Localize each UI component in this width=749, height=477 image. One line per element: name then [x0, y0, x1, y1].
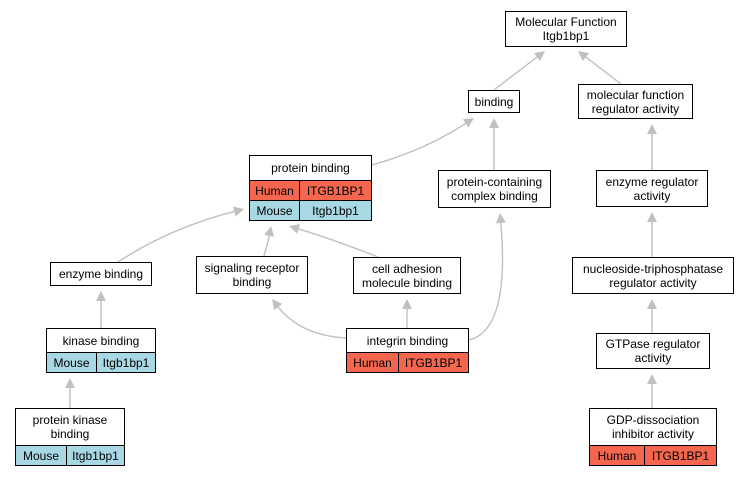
node-label-line: protein-containing: [446, 175, 543, 189]
edge-eb-to-pb: [117, 210, 235, 263]
annotation-row-mouse: Mouse Itgb1bp1: [16, 445, 124, 465]
node-kinase-binding[interactable]: kinase binding Mouse Itgb1bp1: [46, 328, 156, 373]
arrowhead-mfra-to-mf: [578, 51, 589, 62]
edge-mfra-to-mf: [585, 56, 622, 85]
node-label-line: activity: [634, 351, 672, 365]
node-label-line: protein kinase: [32, 413, 108, 427]
node-label-line: molecule binding: [361, 275, 453, 290]
annotation-row-mouse: Mouse Itgb1bp1: [250, 200, 371, 220]
gene-cell: ITGB1BP1: [299, 181, 371, 200]
node-cell-adhesion-molecule-binding[interactable]: cell adhesion molecule binding: [353, 257, 461, 294]
node-molecular-function[interactable]: Molecular Function Itgb1bp1: [505, 11, 627, 47]
node-label-line: nucleoside-triphosphatase: [582, 261, 724, 276]
arrowhead-srb-to-pb: [264, 226, 275, 237]
edge-binding-to-mf: [493, 56, 538, 91]
annotation-row-human: Human ITGB1BP1: [250, 180, 371, 200]
edge-camb-to-pb: [298, 228, 379, 258]
annotation-row-human: Human ITGB1BP1: [590, 445, 716, 465]
node-label-line: GDP-dissociation: [606, 413, 700, 427]
node-label-line: binding: [474, 94, 514, 109]
annotation-row-human: Human ITGB1BP1: [347, 352, 468, 372]
arrowhead-gtp-to-ntra: [647, 299, 657, 309]
species-cell: Mouse: [47, 353, 96, 372]
node-label-line: molecular function: [586, 87, 685, 102]
species-cell: Human: [347, 353, 398, 372]
arrowhead-pb-to-binding: [462, 118, 474, 128]
node-label-line: complex binding: [451, 189, 538, 203]
node-label-line: enzyme regulator: [605, 174, 699, 189]
arrowhead-ib-to-pcb: [495, 213, 506, 224]
arrowhead-ib-to-srb: [272, 299, 283, 310]
node-label-line: binding: [232, 275, 272, 289]
node-label-line: cell adhesion: [371, 261, 443, 276]
node-label-line: inhibitor activity: [611, 427, 694, 441]
edge-ib-to-srb: [277, 306, 347, 339]
arrowhead-pcb-to-binding: [489, 118, 499, 128]
node-label-line: protein binding: [271, 161, 350, 175]
gene-cell: Itgb1bp1: [96, 353, 155, 372]
node-gdp-dissociation-inhibitor-activity[interactable]: GDP-dissociation inhibitor activity Huma…: [589, 408, 717, 466]
arrowhead-era-to-mfra: [647, 124, 657, 134]
arrowhead-ib-to-camb: [402, 299, 412, 309]
node-integrin-binding[interactable]: integrin binding Human ITGB1BP1: [346, 328, 469, 373]
node-signaling-receptor-binding[interactable]: signaling receptor binding: [196, 256, 308, 294]
node-protein-containing-complex-binding[interactable]: protein-containing complex binding: [438, 170, 551, 208]
edge-pb-to-binding: [371, 122, 467, 166]
species-cell: Human: [590, 446, 644, 465]
node-protein-binding[interactable]: protein binding Human ITGB1BP1 Mouse Itg…: [249, 155, 372, 221]
node-label-line: kinase binding: [62, 333, 140, 348]
node-label-line: activity: [633, 188, 671, 203]
node-label-line: Molecular Function: [515, 15, 617, 29]
node-label-line: signaling receptor: [204, 261, 300, 275]
gene-cell: Itgb1bp1: [299, 201, 371, 220]
node-label-line: regulator activity: [609, 275, 697, 290]
node-nucleoside-triphosphatase-regulator-activity[interactable]: nucleoside-triphosphatase regulator acti…: [572, 257, 734, 294]
edge-srb-to-pb: [263, 235, 270, 257]
node-molecular-function-regulator-activity[interactable]: molecular function regulator activity: [578, 84, 693, 119]
arrowhead-eb-to-pb: [233, 206, 244, 217]
node-label-line: regulator activity: [591, 101, 680, 116]
species-cell: Human: [250, 181, 299, 200]
arrowhead-binding-to-mf: [534, 51, 545, 62]
node-binding[interactable]: binding: [468, 90, 520, 113]
gene-cell: ITGB1BP1: [398, 353, 468, 372]
arrowhead-kb-to-eb: [96, 291, 106, 301]
node-label-line: Itgb1bp1: [542, 29, 590, 43]
arrowhead-camb-to-pb: [289, 224, 301, 234]
node-label-line: enzyme binding: [58, 267, 144, 281]
node-label-line: integrin binding: [366, 333, 449, 348]
species-cell: Mouse: [16, 446, 66, 465]
node-protein-kinase-binding[interactable]: protein kinase binding Mouse Itgb1bp1: [15, 408, 125, 466]
edge-ib-to-pcb: [468, 222, 504, 341]
node-enzyme-regulator-activity[interactable]: enzyme regulator activity: [596, 170, 708, 207]
gene-cell: ITGB1BP1: [644, 446, 716, 465]
node-enzyme-binding[interactable]: enzyme binding: [50, 262, 152, 286]
species-cell: Mouse: [250, 201, 299, 220]
node-gtpase-regulator-activity[interactable]: GTPase regulator activity: [596, 333, 710, 369]
gene-cell: Itgb1bp1: [66, 446, 124, 465]
node-label-line: binding: [50, 427, 90, 441]
node-label-line: GTPase regulator: [605, 337, 701, 351]
annotation-row-mouse: Mouse Itgb1bp1: [47, 352, 155, 372]
arrowhead-gdi-to-gtp: [647, 374, 657, 384]
arrowhead-ntra-to-era: [647, 212, 657, 222]
arrowhead-pkb-to-kb: [65, 378, 75, 388]
